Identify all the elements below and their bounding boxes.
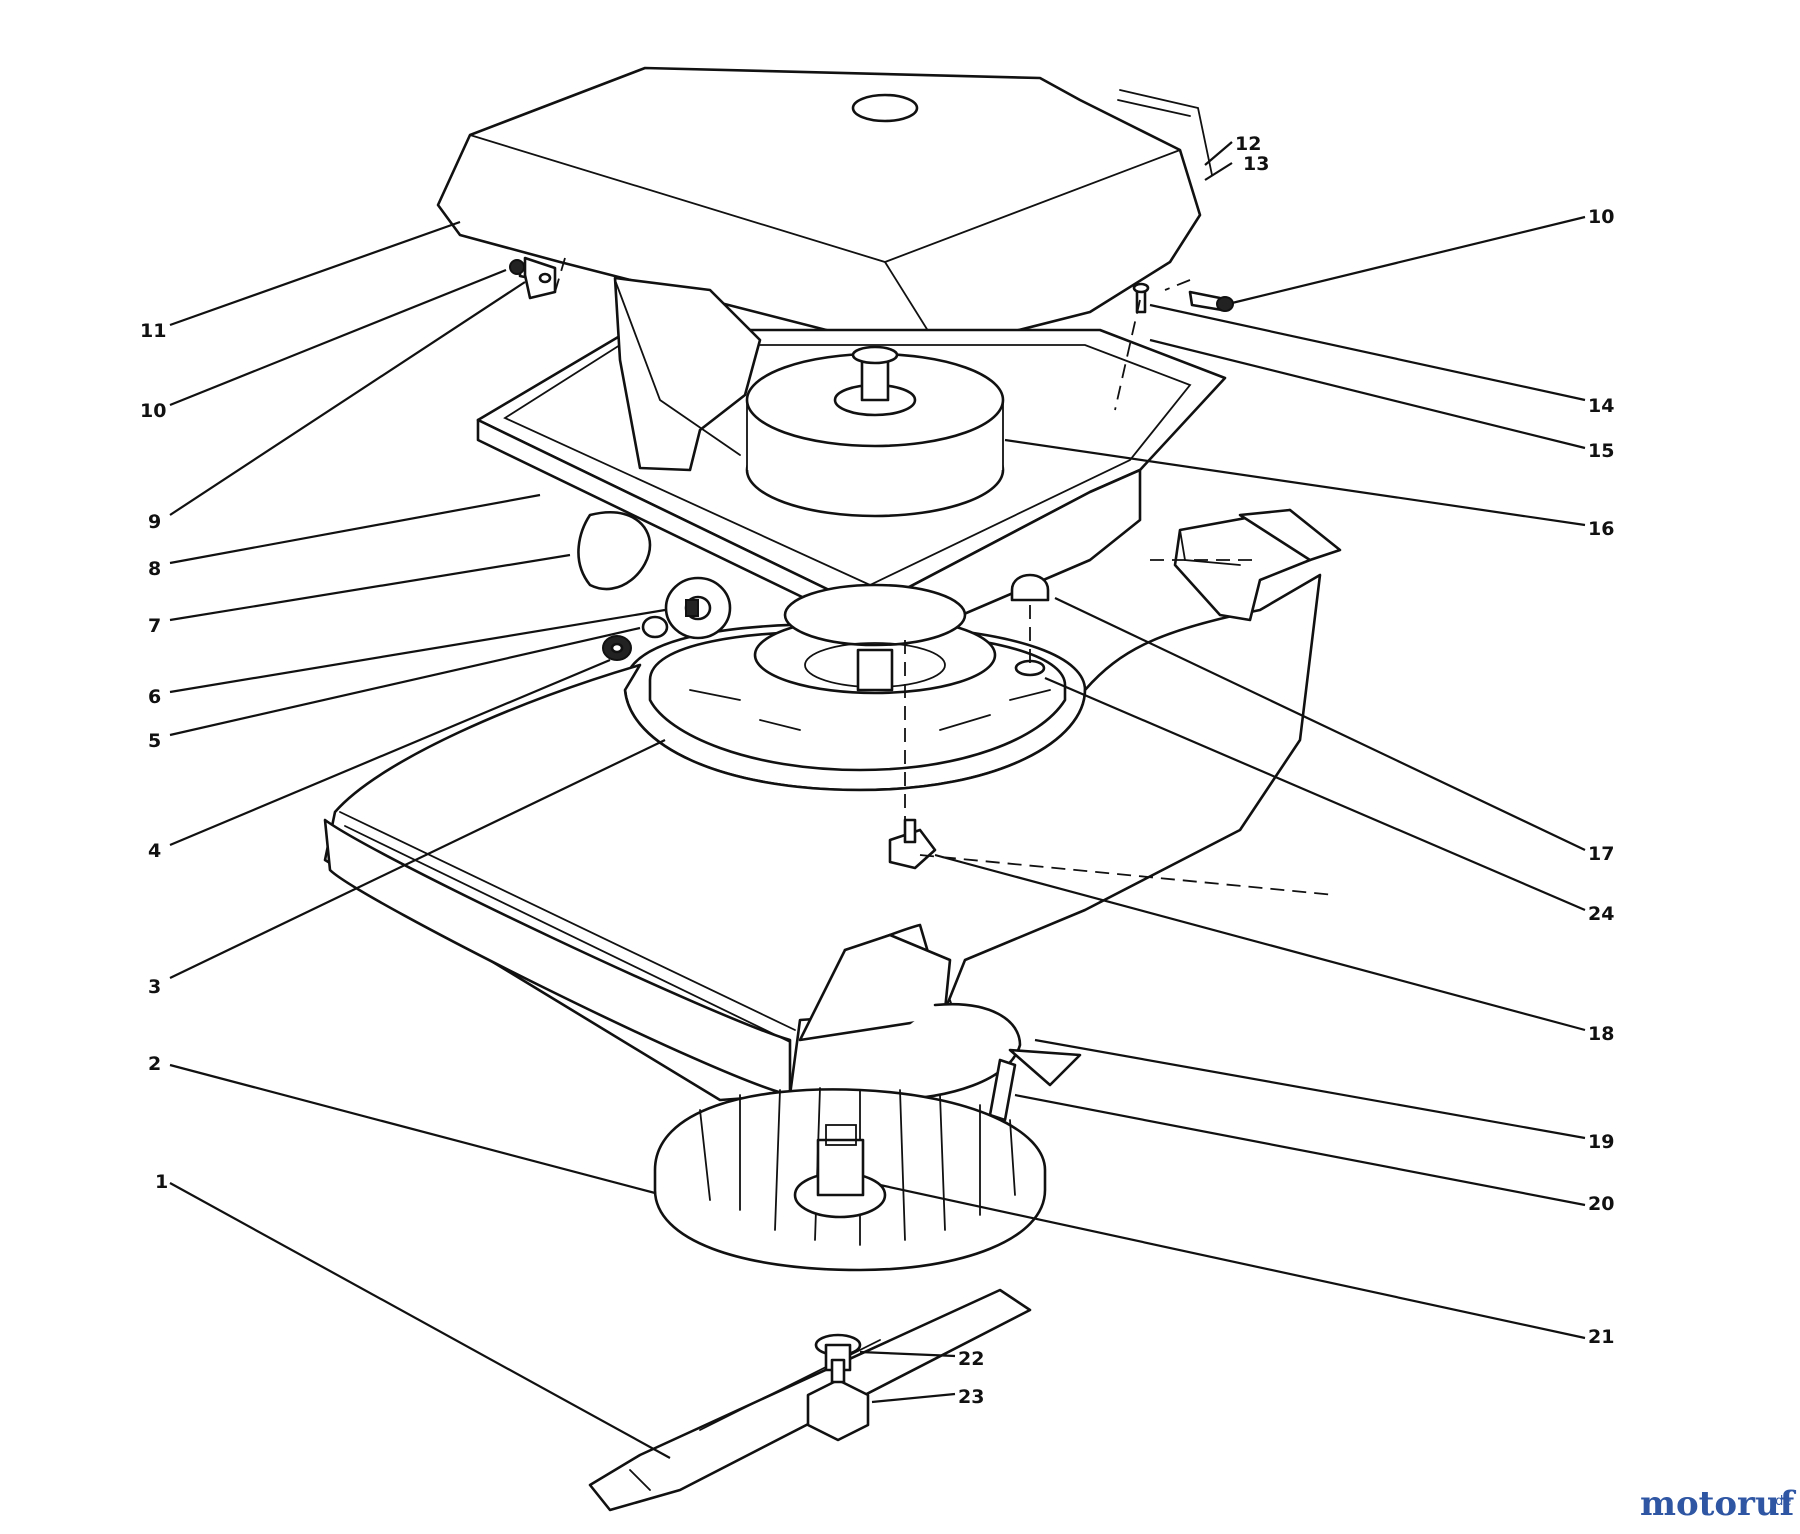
motor (745, 345, 1005, 518)
callout-19: 19 (1588, 1131, 1614, 1153)
leader-lines (169, 141, 1586, 1459)
callout-17: 17 (1588, 843, 1614, 865)
watermark-main: motoruf (1640, 1484, 1797, 1524)
alignment-lines (554, 257, 1336, 896)
callout-21: 21 (1588, 1326, 1614, 1348)
leader-3 (169, 739, 666, 979)
leader-19 (1034, 1038, 1586, 1140)
callout-10b: 10 (1588, 206, 1614, 228)
callout-6: 6 (148, 686, 161, 708)
callout-9: 9 (148, 511, 161, 533)
base-plate (623, 583, 1087, 792)
leader-2 (169, 1063, 656, 1195)
watermark-tld: .de (1771, 1494, 1791, 1509)
callout-15: 15 (1588, 440, 1614, 462)
leader-20 (1014, 1093, 1586, 1207)
leader-8 (169, 493, 541, 565)
callout-8: 8 (148, 558, 161, 580)
leader-23 (871, 1392, 956, 1404)
callout-5: 5 (148, 730, 161, 752)
leader-7 (169, 553, 571, 622)
leader-22 (859, 1350, 956, 1358)
callout-labels: 1 2 3 4 5 6 7 8 9 10 10 11 12 13 14 15 1… (140, 133, 1614, 1408)
callout-20: 20 (1588, 1193, 1614, 1215)
blade (588, 1288, 1032, 1512)
callout-16: 16 (1588, 518, 1614, 540)
callout-11: 11 (140, 320, 166, 342)
callout-3: 3 (148, 976, 161, 998)
callout-23: 23 (958, 1386, 984, 1408)
leader-4 (169, 658, 611, 847)
callout-12: 12 (1235, 133, 1261, 155)
leader-6 (169, 608, 666, 694)
leader-13 (1204, 162, 1233, 181)
callout-2: 2 (148, 1053, 161, 1075)
leader-17 (1054, 597, 1586, 851)
leader-12 (1204, 141, 1233, 166)
watermark-logo: motoruf .de (1640, 1484, 1797, 1524)
callout-24: 24 (1588, 903, 1614, 925)
callout-18: 18 (1588, 1023, 1614, 1045)
leader-9 (169, 281, 526, 516)
svg-text:motoruf: motoruf (1640, 1484, 1797, 1524)
leader-21 (879, 1183, 1586, 1340)
top-cover (436, 66, 1213, 352)
callout-13: 13 (1243, 153, 1269, 175)
leader-5 (169, 626, 641, 737)
blade-fan (653, 1048, 1082, 1272)
leader-18 (934, 853, 1586, 1032)
leader-1 (169, 1182, 671, 1459)
mower-deck (323, 508, 1342, 1102)
callout-1: 1 (155, 1171, 168, 1193)
capacitor-clamp (577, 511, 732, 661)
callout-14: 14 (1588, 395, 1614, 417)
callout-4: 4 (148, 840, 161, 862)
callout-7: 7 (148, 615, 161, 637)
leader-16 (1004, 438, 1586, 527)
callout-22: 22 (958, 1348, 984, 1370)
leader-11 (169, 220, 461, 327)
leader-10b (1231, 215, 1586, 305)
leader-15 (1149, 338, 1586, 450)
leader-14 (1149, 303, 1586, 402)
leader-10a (169, 268, 507, 407)
callout-10a: 10 (140, 400, 166, 422)
leader-24 (1044, 676, 1586, 912)
